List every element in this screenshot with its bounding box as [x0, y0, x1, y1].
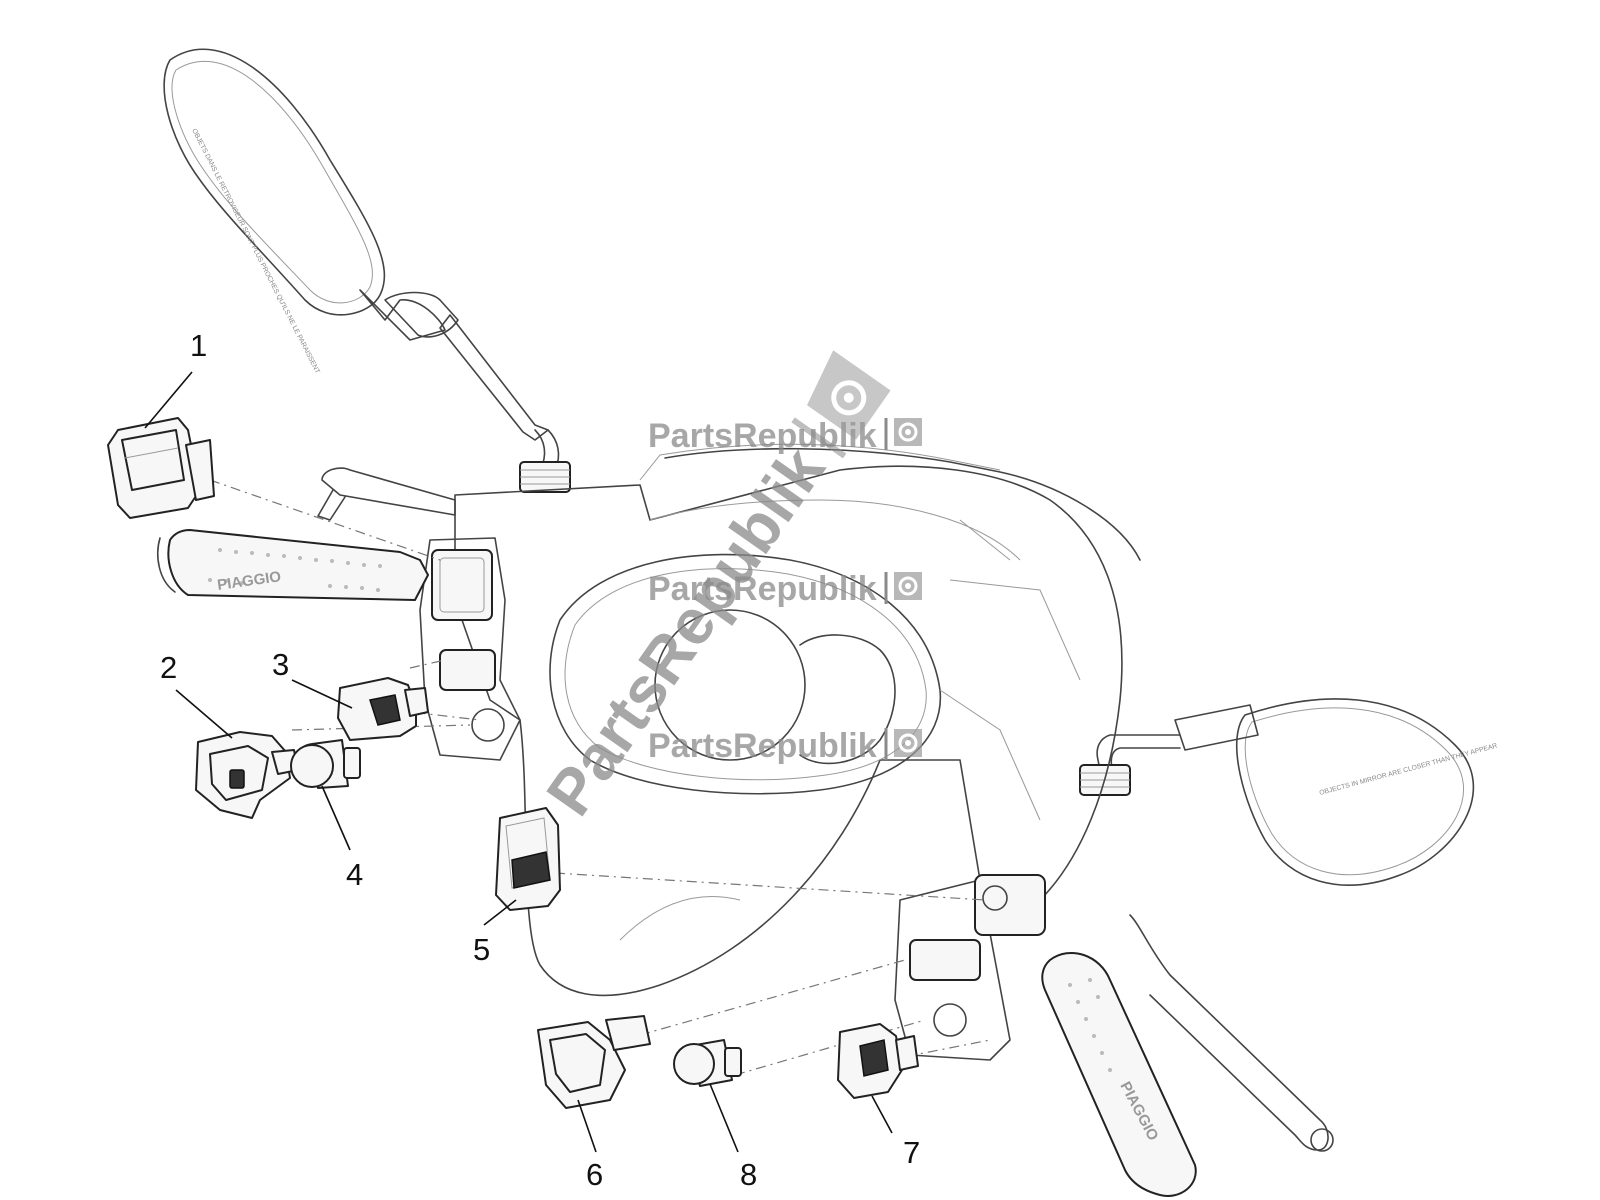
watermark-text: PartsRepublik: [648, 570, 877, 608]
mirror-text-left: OBJETS DANS LE RETROVISEUR SONT PLUS PRO…: [190, 128, 321, 375]
watermark-3: PartsRepublik: [648, 727, 922, 765]
left-grip: PIAGGIO: [157, 529, 429, 601]
switch-part-4: [290, 739, 361, 789]
switch-part-7: [837, 1023, 919, 1099]
switch-part-6: [537, 1015, 651, 1109]
callout-3: 3: [272, 647, 289, 682]
callout-8: 8: [740, 1157, 757, 1192]
left-brake-lever: [317, 467, 456, 521]
gear-icon: [894, 418, 922, 446]
callout-4: 4: [346, 857, 363, 892]
callout-leaders: [144, 371, 893, 1153]
callout-6: 6: [586, 1157, 603, 1192]
left-grip-dots: [208, 548, 382, 592]
callout-7: 7: [903, 1135, 920, 1170]
switch-part-2: [195, 731, 299, 819]
right-brake-lever: [1129, 914, 1334, 1152]
left-mirror: OBJETS DANS LE RETROVISEUR SONT PLUS PRO…: [163, 48, 571, 493]
callout-5: 5: [473, 932, 490, 967]
callout-1: 1: [190, 328, 207, 363]
switch-part-1: [107, 417, 215, 519]
callout-2: 2: [160, 650, 177, 685]
right-mirror: OBJECTS IN MIRROR ARE CLOSER THAN THEY A…: [1079, 698, 1498, 886]
switch-part-5: [495, 807, 561, 911]
handlebar-cover: [454, 443, 1141, 997]
right-switch-housing: [894, 874, 1046, 1061]
left-switch-housing: [419, 537, 521, 761]
watermark-text: PartsRepublik: [532, 434, 838, 828]
watermark-2: PartsRepublik: [648, 570, 922, 608]
callout-labels: 1 2 3 4 5 6 7 8: [160, 328, 920, 1192]
watermarks: PartsRepublik PartsRepublik PartsRepubli…: [532, 350, 922, 828]
gear-icon: [894, 729, 922, 757]
switch-part-3: [337, 677, 429, 741]
switch-part-8: [673, 1039, 742, 1087]
gear-icon: [894, 572, 922, 600]
gear-icon: [806, 350, 891, 440]
watermark-text: PartsRepublik: [648, 727, 877, 765]
right-grip: PIAGGIO: [1041, 951, 1197, 1197]
